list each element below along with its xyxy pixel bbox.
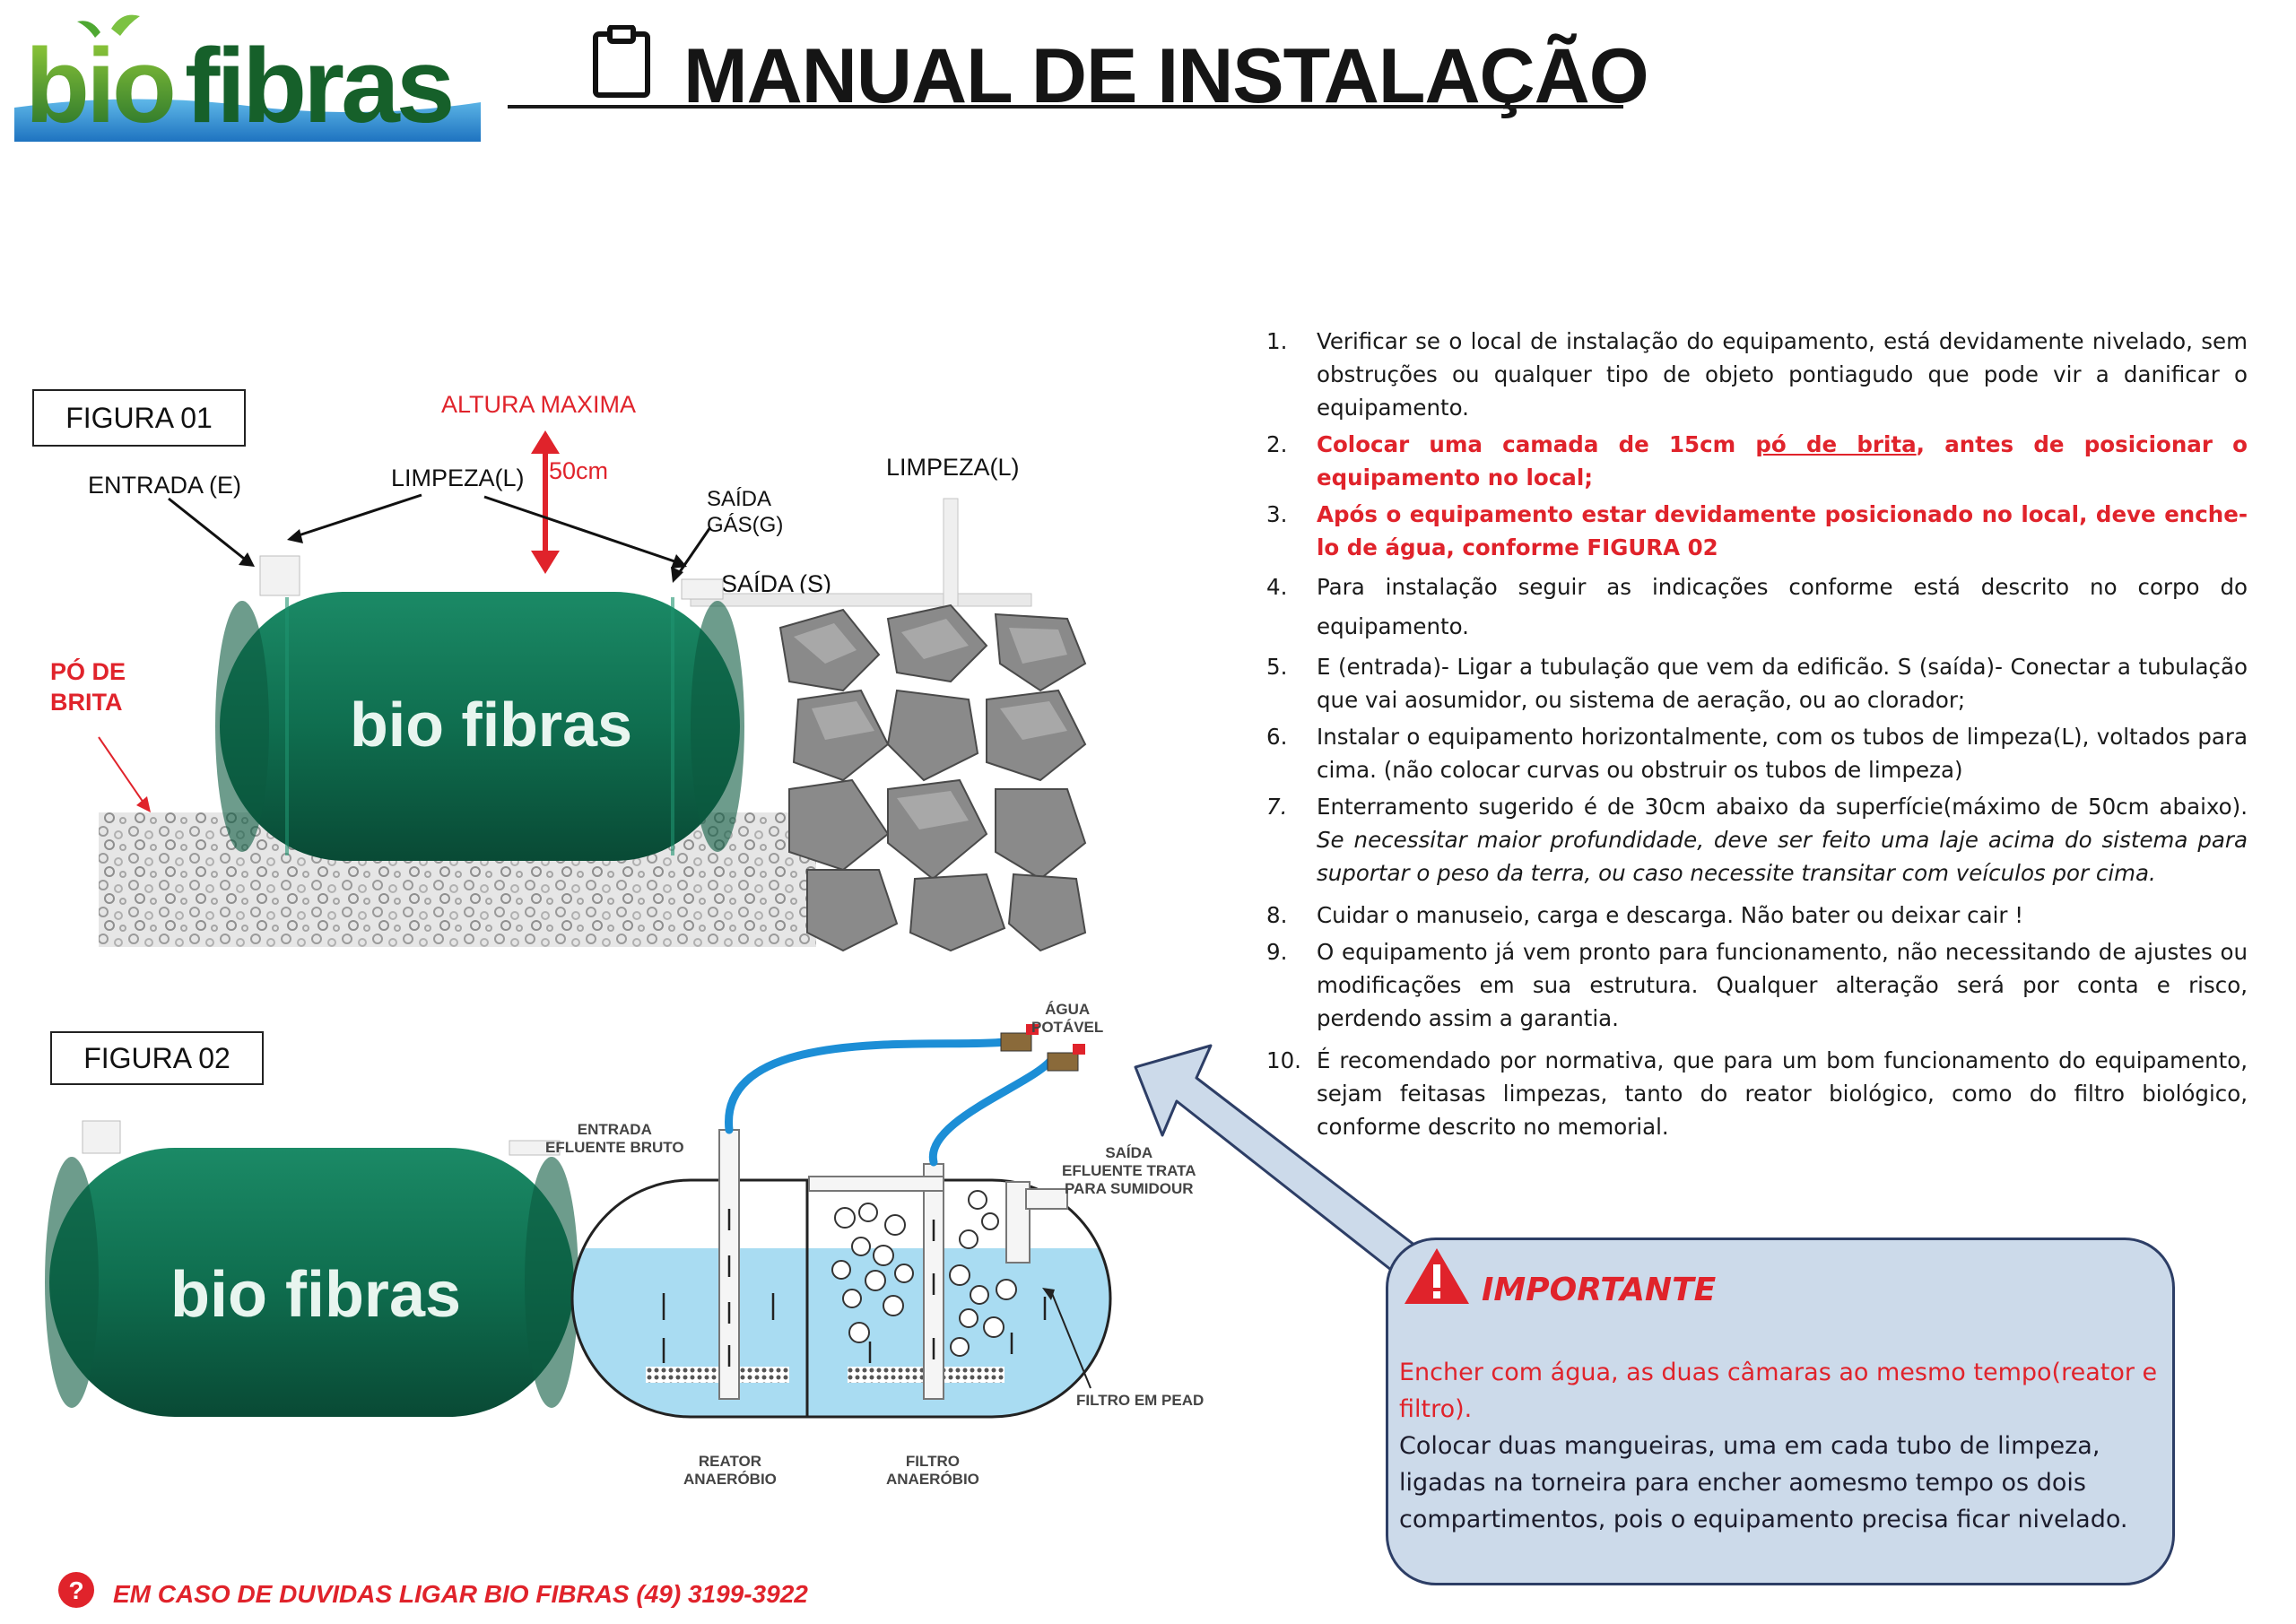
saida-efluente-label: SAÍDA EFLUENTE TRATA PARA SUMIDOUR [1062, 1144, 1196, 1198]
item-text: E (entrada)- Ligar a tubulação que vem d… [1317, 654, 2248, 713]
item-text: Após o equipamento estar devidamente pos… [1317, 501, 2248, 560]
max-height-value: 50cm [549, 457, 609, 484]
question-icon: ? [58, 1572, 94, 1608]
important-red-text: Encher com água, as duas câmaras ao mesm… [1399, 1359, 2158, 1423]
item-text-italic: Se necessitar maior profundidade, deve s… [1317, 827, 2248, 886]
reator-line1: REATOR [698, 1453, 762, 1470]
saida-label: SAÍDA (S) [721, 570, 832, 597]
instruction-list: 1. Verificar se o local de instalação do… [1266, 325, 2248, 1147]
saida-line3: PARA SUMIDOUR [1064, 1180, 1194, 1197]
item-number: 10. [1266, 1047, 1301, 1073]
item-text: Instalar o equipamento horizontalmente, … [1317, 724, 2248, 783]
limpeza-label-right: LIMPEZA(L) [886, 454, 1020, 481]
item-text: Colocar uma camada de 15cm pó de brita, … [1317, 428, 2248, 494]
agua-line2: POTÁVEL [1031, 1019, 1104, 1036]
filtro-pead-label: FILTRO EM PEAD [1076, 1392, 1205, 1409]
saida-line2: EFLUENTE TRATA [1062, 1162, 1196, 1179]
item-text: Cuidar o manuseio, carga e descarga. Não… [1317, 902, 2024, 928]
list-item: 3. Após o equipamento estar devidamente … [1266, 498, 2248, 564]
agua-line1: ÁGUA [1045, 1001, 1091, 1018]
logo-text-bio: bio [25, 27, 173, 142]
item-number: 6. [1266, 724, 1288, 750]
item-text: Para instalação seguir as indicações con… [1317, 574, 2248, 639]
list-item: 8. Cuidar o manuseio, carga e descarga. … [1266, 899, 2248, 932]
list-item: 5. E (entrada)- Ligar a tubulação que ve… [1266, 650, 2248, 716]
tank-body [220, 592, 740, 861]
figure-01-label: FIGURA 01 [32, 389, 246, 447]
figure-02-illustration: bio fibras [45, 1024, 1112, 1419]
warning-icon [1405, 1248, 1469, 1304]
filtro-line1: FILTRO [905, 1453, 961, 1470]
saida-gas-label: SAÍDA GÁS(G) [707, 486, 783, 538]
entrada-label: ENTRADA (E) [88, 472, 242, 499]
reator-label: REATOR ANAERÓBIO [683, 1453, 777, 1489]
clipboard-icon [593, 25, 650, 98]
list-item: 10. É recomendado por normativa, que par… [1266, 1044, 2248, 1143]
important-title: IMPORTANTE [1482, 1272, 1717, 1308]
item-number: 3. [1266, 501, 1288, 527]
po-brita-label: PÓ DE BRITA [50, 656, 126, 717]
faucets [1000, 1024, 1085, 1072]
list-item: 4. Para instalação seguir as indicações … [1266, 568, 2248, 647]
item-text: O equipamento já vem pronto para funcion… [1317, 939, 2248, 1031]
item-text-part: Enterramento sugerido é de 30cm abaixo d… [1317, 794, 2248, 820]
list-item: 6. Instalar o equipamento horizontalment… [1266, 720, 2248, 786]
hose-right [928, 1055, 1056, 1167]
reator-line2: ANAERÓBIO [683, 1471, 777, 1488]
entrada-fitting [259, 555, 300, 596]
important-body-text: Colocar duas mangueiras, uma em cada tub… [1399, 1432, 2128, 1533]
svg-text:?: ? [68, 1576, 83, 1604]
po-de-brita-link-text: pó de brita [1755, 431, 1917, 457]
hose-left [725, 1038, 1009, 1134]
item-number: 7. [1266, 794, 1288, 820]
item-number: 9. [1266, 939, 1288, 965]
entrada-line2: EFLUENTE BRUTO [545, 1139, 684, 1156]
footer-contact: EM CASO DE DUVIDAS LIGAR BIO FIBRAS (49)… [113, 1580, 808, 1608]
entrada-line1: ENTRADA [577, 1121, 652, 1138]
saida-line1: SAÍDA [1105, 1144, 1153, 1161]
filtro-label: FILTRO ANAERÓBIO [886, 1453, 979, 1489]
item-number: 1. [1266, 328, 1288, 354]
agua-potavel-label: ÁGUA POTÁVEL [1031, 1001, 1103, 1037]
tank-body-2 [49, 1148, 574, 1417]
bio-fibras-logo: bio fibras [14, 14, 481, 142]
item-number: 8. [1266, 902, 1288, 928]
saida-gas-line1: SAÍDA [707, 487, 772, 511]
item-text: Verificar se o local de instalação do eq… [1317, 328, 2248, 421]
item-number: 4. [1266, 574, 1288, 600]
item-text: Enterramento sugerido é de 30cm abaixo d… [1317, 790, 2248, 890]
tank-brand-2: bio fibras [170, 1259, 461, 1331]
tank-brand: bio fibras [350, 690, 632, 760]
item-text: É recomendado por normativa, que para um… [1317, 1047, 2248, 1140]
saida-gas-line2: GÁS(G) [707, 513, 784, 537]
title-underline [508, 105, 1623, 109]
logo-text-fibras: fibras [185, 27, 451, 142]
item-number: 2. [1266, 431, 1288, 457]
max-height-label: ALTURA MAXIMA [441, 391, 637, 418]
entrada-efluente-label: ENTRADA EFLUENTE BRUTO [545, 1121, 684, 1157]
item-number: 5. [1266, 654, 1288, 680]
po-brita-line2: BRITA [50, 689, 123, 716]
saida-fitting [681, 578, 724, 600]
item-text-part: , antes de posicionar o equipamento no l… [1317, 431, 2248, 491]
filtro-line2: ANAERÓBIO [886, 1471, 979, 1488]
figure-01-illustration: bio fibras [98, 430, 1087, 952]
important-text: Encher com água, as duas câmaras ao mesm… [1399, 1354, 2161, 1538]
po-brita-line1: PÓ DE [50, 658, 126, 685]
important-box [1386, 1238, 2175, 1585]
figure-02-label: FIGURA 02 [50, 1031, 264, 1085]
limpeza-pipe-right [943, 498, 959, 607]
list-item: 2. Colocar uma camada de 15cm pó de brit… [1266, 428, 2248, 494]
list-item: 1. Verificar se o local de instalação do… [1266, 325, 2248, 424]
limpeza-label: LIMPEZA(L) [391, 465, 525, 491]
list-item: 9. O equipamento já vem pronto para func… [1266, 935, 2248, 1035]
list-item: 7. Enterramento sugerido é de 30cm abaix… [1266, 790, 2248, 890]
item-text-part: Colocar uma camada de 15cm [1317, 431, 1756, 457]
